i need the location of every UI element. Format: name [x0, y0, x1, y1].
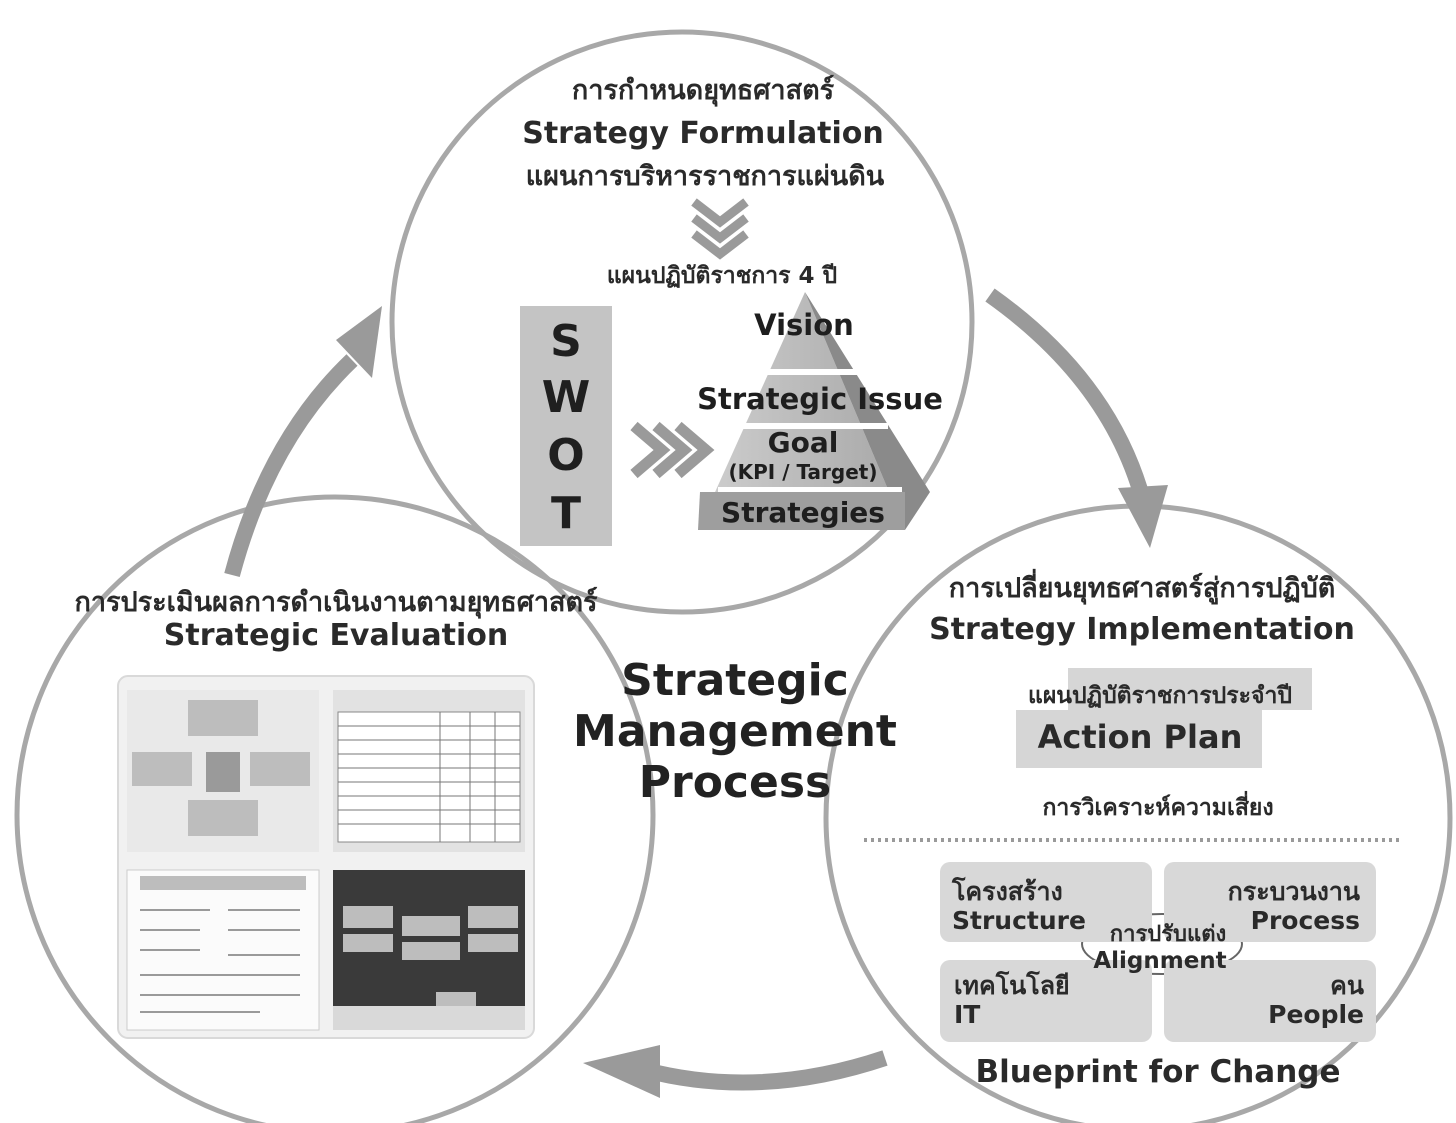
center-title: Strategic Management Process [573, 655, 897, 808]
structure-label-thai: โครงสร้าง [952, 877, 1063, 906]
arrow-evaluation-to-formulation [224, 354, 358, 578]
it-label-thai: เทคโนโลยี [954, 971, 1070, 1000]
action-plan-backdrop [1016, 668, 1312, 768]
process-label-english: Process [1250, 906, 1360, 935]
pyramid-goal: Goal [767, 426, 839, 459]
blueprint-for-change: Blueprint for Change [975, 1054, 1341, 1090]
it-box [940, 960, 1152, 1042]
pyramid-kpi-target: (KPI / Target) [728, 460, 878, 484]
formulation-title-thai: การกำหนดยุทธศาสตร์ [571, 75, 835, 106]
alignment-label-english: Alignment [1093, 948, 1227, 974]
arrow-head-formulation [336, 306, 382, 378]
implementation-risk-analysis: การวิเคราะห์ความเสี่ยง [1042, 795, 1274, 821]
right-chevron-icon [630, 421, 715, 479]
implementation-action-plan: Action Plan [1037, 718, 1243, 756]
people-label-thai: คน [1330, 971, 1364, 1000]
strategy-pyramid [698, 292, 930, 530]
implementation-title-english: Strategy Implementation [929, 612, 1355, 647]
process-label-thai: กระบวนงาน [1227, 877, 1360, 906]
formulation-4year-plan: แผนปฏิบัติราชการ 4 ปี [606, 263, 838, 289]
evaluation-circle [14, 494, 656, 1123]
people-box [1164, 960, 1376, 1042]
formulation-circle [389, 29, 975, 615]
center-title-line-1: Strategic [621, 655, 849, 706]
arrow-head-implementation [1118, 485, 1168, 548]
pyramid-vision: Vision [754, 308, 854, 342]
swot-letter-t: T [550, 488, 581, 539]
formulation-title-english: Strategy Formulation [522, 116, 884, 151]
it-label-english: IT [954, 1000, 981, 1029]
pyramid-strategies: Strategies [721, 496, 885, 529]
center-title-line-2: Management [573, 706, 897, 757]
structure-label-english: Structure [952, 906, 1086, 935]
alignment-label-thai: การปรับแต่ง [1109, 922, 1227, 947]
swot-letter-s: S [550, 316, 582, 367]
arrow-head-evaluation [583, 1045, 660, 1098]
structure-box [940, 862, 1152, 942]
arrow-formulation-to-implementation [985, 288, 1151, 503]
evaluation-title-thai: การประเมินผลการดำเนินงานตามยุทธศาสตร์ [74, 587, 598, 618]
implementation-title-thai: การเปลี่ยนยุทธศาสตร์สู่การปฏิบัติ [948, 573, 1336, 604]
down-chevron-icon [691, 198, 749, 260]
evaluation-thumbnails [117, 675, 535, 1039]
swot-column: S W O T [520, 306, 612, 546]
people-label-english: People [1268, 1000, 1364, 1029]
process-box [1164, 862, 1376, 942]
implementation-annual-plan-thai: แผนปฏิบัติราชการประจำปี [1028, 683, 1292, 709]
center-title-line-3: Process [638, 757, 832, 808]
formulation-plan-thai: แผนการบริหารราชการแผ่นดิน [525, 161, 885, 192]
arrow-implementation-to-evaluation [642, 1050, 888, 1091]
pyramid-strategic-issue: Strategic Issue [697, 382, 943, 416]
evaluation-title-english: Strategic Evaluation [163, 618, 509, 653]
swot-letter-o: O [547, 430, 585, 481]
swot-letter-w: W [541, 372, 591, 423]
